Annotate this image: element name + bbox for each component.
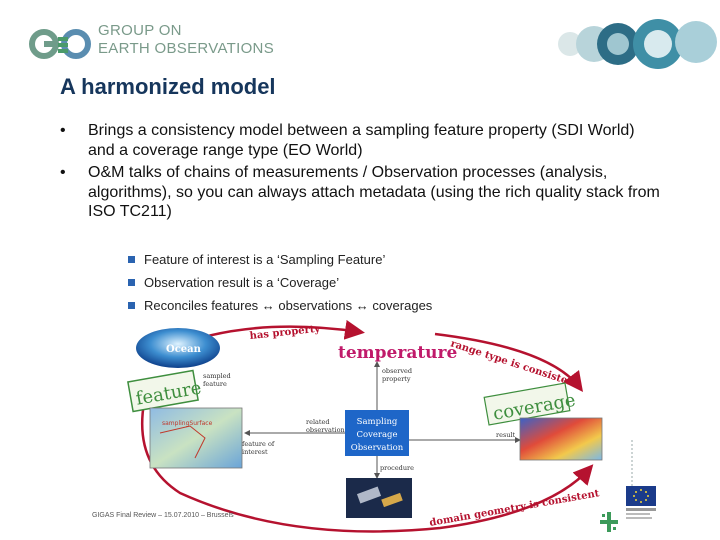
sampling-coverage-box — [345, 410, 409, 456]
has-property-label: has property — [249, 324, 322, 342]
logo-wordmark: GROUP ON EARTH OBSERVATIONS — [98, 22, 274, 58]
logo-line-1: GROUP ON — [98, 22, 182, 39]
box-line-2: Coverage — [356, 430, 397, 440]
bullet-text: O&M talks of chains of measurements / Ob… — [88, 164, 660, 220]
feature-of-interest-label-2: interest — [242, 448, 268, 456]
observed-property-label-1: observed — [382, 367, 412, 375]
related-observation-label-2: observation — [306, 426, 345, 434]
square-bullet-icon — [128, 256, 135, 263]
figure-point: Observation result is a ‘Coverage’ — [128, 271, 432, 294]
bullet-dot: • — [60, 122, 66, 139]
observed-property-label-2: property — [382, 375, 411, 383]
bullet-list: • Brings a consistency model between a s… — [60, 121, 660, 225]
figure-point: Reconciles features ↔ observations ↔ cov… — [128, 294, 432, 317]
square-bullet-icon — [128, 279, 135, 286]
geo-logo-icon — [29, 29, 91, 59]
box-line-3: Observation — [351, 443, 404, 453]
procedure-label: procedure — [380, 464, 414, 472]
figure-point-text: Observation result is a ‘Coverage’ — [144, 275, 340, 290]
temperature-label: temperature — [338, 343, 457, 363]
harmonized-model-diagram: Ocean has property temperature range typ… — [127, 319, 603, 533]
decorative-circles-icon — [558, 19, 717, 69]
related-observation-label-1: related — [306, 418, 330, 426]
result-label: result — [496, 431, 516, 439]
ocean-label: Ocean — [166, 344, 202, 355]
ocean-image — [136, 328, 220, 368]
figure-points: Feature of interest is a ‘Sampling Featu… — [128, 248, 432, 317]
square-bullet-icon — [128, 302, 135, 309]
figure-point-text: Feature of interest is a ‘Sampling Featu… — [144, 252, 386, 267]
feature-of-interest-label-1: feature of — [242, 440, 275, 448]
figure-point-text: Reconciles features ↔ observations ↔ cov… — [144, 298, 433, 313]
domain-geometry-label: domain geometry is consistent — [429, 488, 601, 529]
figure-point: Feature of interest is a ‘Sampling Featu… — [128, 248, 432, 271]
eu-flag-icon — [626, 486, 656, 519]
vertical-divider-icon — [631, 440, 633, 490]
logo-line-2: EARTH OBSERVATIONS — [98, 40, 274, 57]
bullet-item: • O&M talks of chains of measurements / … — [60, 163, 660, 222]
satellite-image — [346, 478, 412, 518]
sampled-feature-label-2: feature — [203, 380, 227, 388]
geo-mark-icon — [600, 512, 618, 532]
bullet-text: Brings a consistency model between a sam… — [88, 122, 635, 159]
bullet-item: • Brings a consistency model between a s… — [60, 121, 660, 160]
box-line-1: Sampling — [357, 417, 398, 427]
sampled-feature-label-1: sampled — [203, 372, 231, 380]
slide-title: A harmonized model — [60, 74, 276, 99]
coverage-image — [519, 417, 603, 461]
bullet-dot: • — [60, 164, 66, 181]
footer-text: GIGAS Final Review – 15.07.2010 – Brusse… — [92, 512, 234, 519]
map-image — [149, 407, 243, 469]
map-label: samplingSurface — [162, 420, 213, 427]
range-type-label: range type is consistent — [449, 338, 580, 390]
